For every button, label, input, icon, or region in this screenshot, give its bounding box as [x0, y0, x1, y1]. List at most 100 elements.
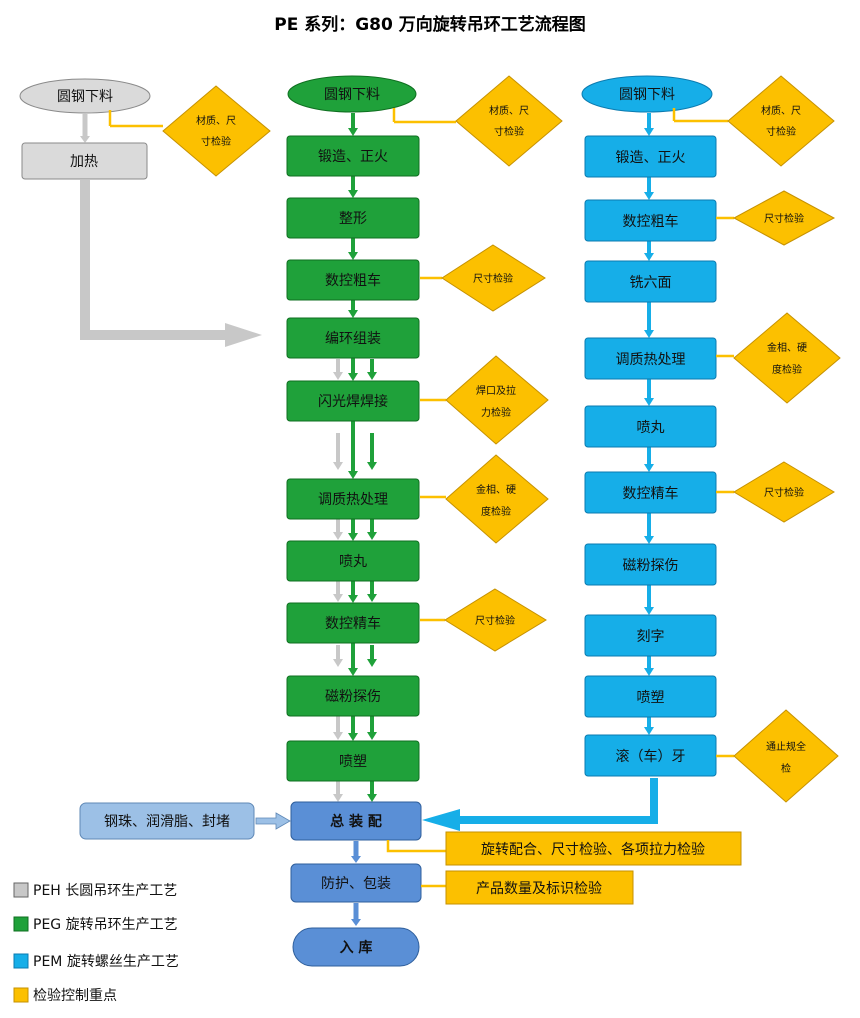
green-step-label: 喷丸	[339, 554, 367, 570]
green-arrowhead	[348, 373, 358, 381]
legend-swatch-peg	[13, 916, 29, 932]
gray-parallel-arrowhead	[333, 532, 343, 540]
gray-heat-label: 加热	[70, 154, 98, 170]
green-parallel-arrowhead	[367, 532, 377, 540]
green-arrowhead	[348, 128, 358, 136]
legend-label-pem: PEM 旋转螺丝生产工艺	[33, 954, 179, 970]
assembly-box	[290, 801, 422, 841]
blue-arrowhead	[644, 727, 654, 735]
legend-swatch-inspection	[13, 987, 29, 1003]
green-step-label: 闪光焊焊接	[318, 393, 388, 410]
green-start-oval	[287, 75, 417, 113]
green-step-label: 数控精车	[325, 615, 381, 632]
green-parallel-arrowhead	[367, 594, 377, 602]
blue-material-inspection-diamond	[727, 75, 835, 167]
store-terminal	[292, 927, 420, 967]
protect-label: 防护、包装	[321, 876, 391, 892]
green-step-label: 整形	[339, 211, 367, 227]
green-step-box	[286, 602, 420, 644]
blue-step-box	[584, 260, 717, 303]
green-step-label: 数控粗车	[325, 272, 381, 289]
blue-arrowhead	[644, 536, 654, 544]
blue-heat-insp-line2: 度检验	[772, 363, 802, 376]
blue-step-label: 锻造、正火	[616, 150, 686, 166]
blue-step-label: 喷塑	[637, 690, 665, 706]
green-parallel-arrowhead	[367, 794, 377, 802]
green-step-box	[286, 317, 420, 359]
blue-step-box	[584, 199, 717, 242]
legend-label-peg: PEG 旋转吊环生产工艺	[33, 917, 178, 933]
green-finish-inspection-diamond	[444, 588, 547, 652]
legend-label-peh: PEH 长圆吊环生产工艺	[33, 883, 177, 899]
green-parallel-arrowhead	[367, 462, 377, 470]
green-weld-insp-line2: 力检验	[481, 406, 511, 419]
green-arrowhead	[348, 595, 358, 603]
legend-label-inspection: 检验控制重点	[33, 988, 117, 1004]
blue-arrowhead	[644, 464, 654, 472]
green-finish-insp-label: 尺寸检验	[475, 614, 515, 627]
blue-step-box	[584, 405, 717, 448]
blue-insp-line2: 寸检验	[766, 125, 796, 138]
gray-parallel-arrowhead	[333, 659, 343, 667]
gray-insp-line1: 材质、尺	[196, 114, 236, 127]
blue-step-label: 刻字	[637, 629, 665, 645]
blue-step-label: 数控粗车	[623, 213, 679, 230]
green-step-label: 喷塑	[339, 754, 367, 770]
blue-step-label: 调质热处理	[616, 352, 686, 368]
gray-heat-box	[21, 142, 148, 180]
blue-step-label: 磁粉探伤	[623, 558, 679, 574]
green-arrowhead	[348, 190, 358, 198]
blue-step-label: 铣六面	[630, 275, 672, 291]
green-step-box	[286, 478, 420, 520]
blue-arrowhead	[644, 607, 654, 615]
green-step-box	[286, 135, 420, 177]
green-material-inspection-diamond	[455, 75, 563, 167]
gray-start-label: 圆钢下料	[57, 89, 113, 105]
gray-material-inspection-diamond	[162, 85, 271, 177]
blue-to-assembly-arrow	[422, 778, 658, 831]
blue-step-box	[584, 135, 717, 178]
legend-swatch-pem	[13, 953, 29, 969]
blue-start-label: 圆钢下料	[619, 87, 675, 103]
green-arrowhead	[348, 471, 358, 479]
blue-step-label: 喷丸	[637, 420, 665, 436]
blue-step-label: 数控精车	[623, 485, 679, 502]
green-step-box	[286, 380, 420, 422]
assembly-arrowhead-2	[351, 919, 361, 926]
store-label: 入 库	[340, 939, 373, 956]
green-step-box	[286, 675, 420, 717]
gray-insp-line2: 寸检验	[201, 135, 231, 148]
blue-arrowhead	[644, 192, 654, 200]
blue-heat-inspection-diamond	[733, 312, 841, 404]
blue-step-label: 滚（车）牙	[616, 748, 686, 765]
blue-rough-insp-label: 尺寸检验	[764, 212, 804, 225]
parts-label: 钢珠、润滑脂、封堵	[104, 813, 230, 830]
green-step-label: 磁粉探伤	[325, 689, 381, 705]
protect-check-label: 产品数量及标识检验	[476, 881, 602, 897]
green-arrowhead	[348, 733, 358, 741]
assembly-arrowhead-1	[351, 856, 361, 863]
blue-heat-insp-line1: 金相、硬	[767, 341, 807, 354]
green-parallel-arrowhead	[367, 372, 377, 380]
green-weld-insp-line1: 焊口及拉	[476, 384, 516, 397]
green-step-box	[286, 197, 420, 239]
green-parallel-arrowhead	[367, 659, 377, 667]
gray-parallel-arrowhead	[333, 732, 343, 740]
green-rough-insp-label: 尺寸检验	[473, 272, 513, 285]
green-insp-line2: 寸检验	[494, 125, 524, 138]
parts-box	[79, 802, 255, 840]
green-step-box	[286, 540, 420, 582]
gray-parallel-arrowhead	[333, 594, 343, 602]
green-heat-insp-line2: 度检验	[481, 505, 511, 518]
protect-check-box	[445, 870, 634, 905]
assembly-check-box	[445, 831, 742, 866]
blue-thread-insp-line2: 检	[781, 762, 791, 775]
green-insp-line1: 材质、尺	[489, 104, 529, 117]
green-arrowhead	[348, 668, 358, 676]
parts-arrow	[255, 812, 291, 830]
gray-parallel-arrowhead	[333, 462, 343, 470]
green-step-label: 锻造、正火	[318, 149, 388, 165]
blue-arrowhead	[644, 128, 654, 136]
